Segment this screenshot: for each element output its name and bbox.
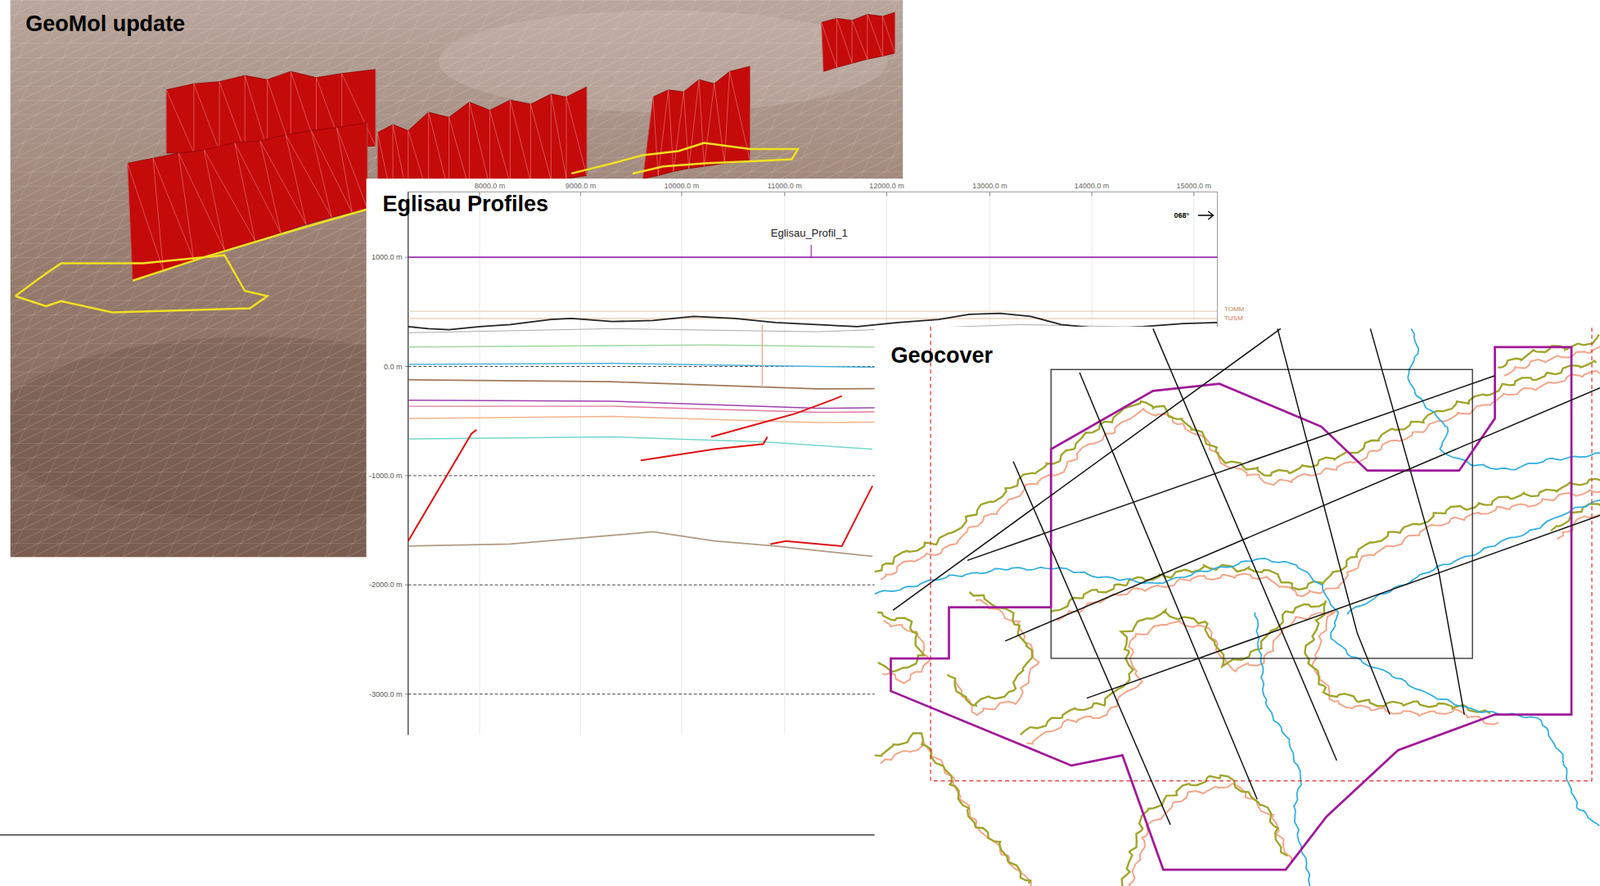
direction-arrow bbox=[1198, 211, 1214, 220]
depth-label: -1000.0 m bbox=[368, 472, 404, 480]
panel-ground bbox=[874, 326, 1600, 886]
panel-title: Eglisau Profiles bbox=[383, 191, 550, 217]
borehole bbox=[761, 324, 763, 386]
axis-tick-label: 12000.0 m bbox=[868, 181, 906, 190]
profile-name: Eglisau_Profil_1 bbox=[770, 227, 849, 239]
geology-contour bbox=[1497, 334, 1600, 368]
panel: GeoMol update bbox=[9, 0, 903, 558]
geology-contour bbox=[1020, 599, 1491, 735]
panel: Geocover bbox=[874, 326, 1600, 886]
azimuth-label: 068° bbox=[1172, 211, 1190, 220]
model-boundary bbox=[132, 209, 368, 281]
profile-trace bbox=[408, 256, 1218, 258]
depth-label: -3000.0 m bbox=[368, 689, 404, 698]
depth-axis bbox=[407, 191, 409, 735]
study-area bbox=[890, 347, 1572, 870]
horizon-line bbox=[408, 317, 1218, 319]
geology-contour bbox=[947, 591, 1033, 706]
axis-tick-label: 14000.0 m bbox=[1073, 181, 1111, 190]
depth-label: 1000.0 m bbox=[370, 253, 404, 262]
panel-title: GeoMol update bbox=[25, 11, 185, 37]
fault-lines bbox=[408, 396, 873, 546]
axis-tick-label: 11000.0 m bbox=[766, 181, 803, 190]
horizon-label: TOMM bbox=[1223, 306, 1245, 313]
geology-contour bbox=[882, 620, 930, 684]
axis-tick-label: 15000.0 m bbox=[1176, 181, 1213, 190]
model-boundary bbox=[15, 255, 268, 313]
profile-marker bbox=[811, 244, 812, 257]
panel: Eglisau Profiles bbox=[366, 178, 1220, 735]
axis-tick-label: 8000.0 m bbox=[473, 181, 507, 190]
geology-contour bbox=[1050, 478, 1600, 613]
panel-title: Geocover bbox=[890, 342, 993, 369]
axis-tick-label: 13000.0 m bbox=[971, 181, 1009, 190]
horizon-line bbox=[408, 437, 873, 450]
river bbox=[874, 558, 1600, 826]
axis-tick-label: 9000.0 m bbox=[564, 181, 598, 190]
depth-label: -2000.0 m bbox=[368, 581, 404, 589]
river bbox=[1254, 612, 1310, 886]
surface-mesh bbox=[821, 12, 896, 72]
geology-contour bbox=[1026, 611, 1499, 744]
geology-contour bbox=[880, 370, 1600, 580]
horizon-line bbox=[408, 310, 1218, 312]
geology-contour bbox=[1504, 345, 1600, 376]
axis-tick-label: 10000.0 m bbox=[663, 181, 701, 190]
surface-mesh bbox=[127, 122, 368, 281]
geology-contour bbox=[877, 612, 924, 672]
geology-contour bbox=[1557, 511, 1600, 539]
geology-contours bbox=[874, 328, 1600, 886]
map-panel bbox=[874, 326, 1600, 886]
geology-contour bbox=[874, 360, 1597, 572]
model-boundary bbox=[571, 143, 798, 174]
horizon-label: TUSM bbox=[1223, 315, 1244, 322]
geology-contour bbox=[874, 733, 1032, 884]
divider-line bbox=[0, 833, 878, 835]
fault-surface bbox=[127, 122, 368, 281]
river bbox=[1347, 500, 1600, 614]
geology-contour bbox=[1057, 488, 1600, 621]
profile-lines bbox=[892, 328, 1600, 825]
fault-surface bbox=[821, 12, 896, 72]
depth-label: 0.0 m bbox=[383, 362, 404, 370]
horizon-line bbox=[408, 531, 873, 556]
